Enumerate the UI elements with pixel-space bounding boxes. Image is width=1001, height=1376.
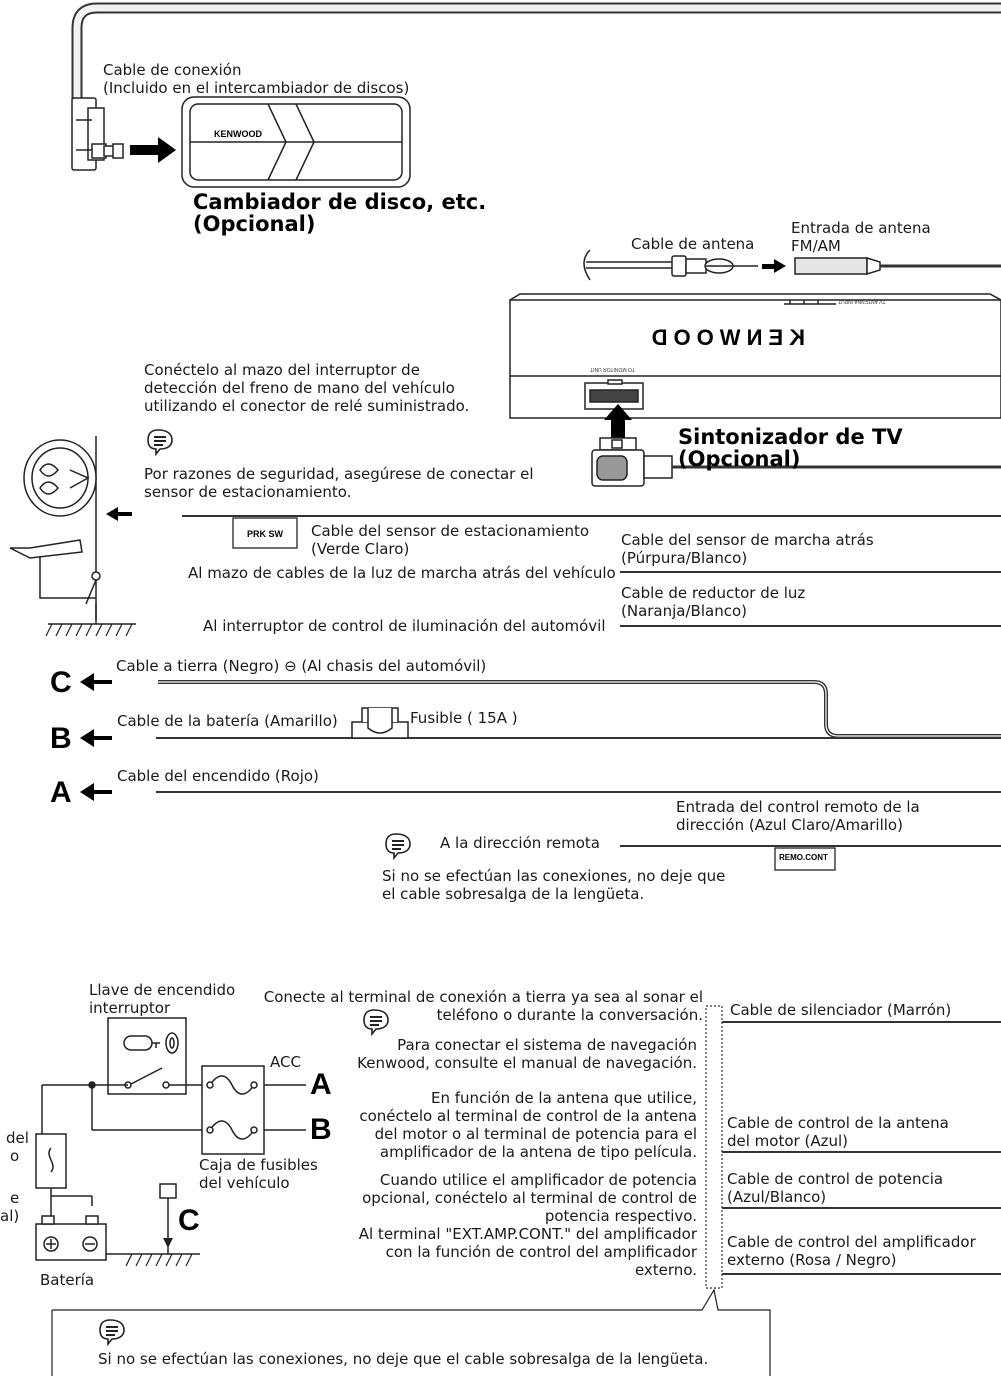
power-cable-label: Cable de control de potencia(Azul/Blanco… — [727, 1170, 944, 1206]
note-icon — [99, 1319, 125, 1345]
ignition-cable-label: Cable del encendido (Rojo) — [117, 767, 319, 785]
ignition-schematic — [35, 1017, 306, 1255]
arrow-right-icon — [762, 259, 786, 273]
reverse-harness-label: Al mazo de cables de la luz de marcha at… — [188, 564, 616, 582]
letter-a-bottom: A — [310, 1068, 332, 1101]
letter-b: B — [50, 722, 72, 755]
output-wires — [705, 1005, 1001, 1289]
dimmer-cable-label: Cable de reductor de luz(Naranja/Blanco) — [621, 584, 806, 620]
antenna-plug — [794, 256, 1001, 276]
changer-cable — [71, 2, 1001, 100]
parking-brake-switch — [9, 436, 136, 625]
ext-amp-note: Al terminal "EXT.AMP.CONT." del amplific… — [358, 1225, 697, 1279]
amp-note: Cuando utilice el amplificador de potenc… — [362, 1171, 697, 1225]
bottom-note: Si no se efectúan las conexiones, no dej… — [98, 1350, 709, 1368]
arrow-left-icon — [106, 507, 132, 521]
antenna-cable — [583, 249, 758, 281]
battery-cable-label: Cable de la batería (Amarillo) — [117, 712, 338, 730]
left-fragment: e — [10, 1189, 20, 1207]
fuse-label: Fusible ( 15A ) — [410, 709, 518, 727]
prk-sw-label: PRK SW — [247, 529, 283, 539]
connection-cable-label: Cable de conexión(Incluido en el interca… — [103, 61, 410, 97]
ground-icon — [45, 623, 133, 637]
tuner-title: Sintonizador de TV(Opcional) — [678, 425, 903, 471]
changer-connector — [71, 97, 124, 171]
arrow-right-icon — [130, 137, 176, 163]
bottom-note-box — [52, 1288, 771, 1376]
battery-label: Batería — [40, 1271, 95, 1289]
mute-cable-label: Cable de silenciador (Marrón) — [730, 1001, 952, 1019]
main-harness — [156, 515, 1001, 871]
arrow-left-icon — [80, 673, 112, 801]
ground-icon — [125, 1253, 193, 1267]
left-fragment: al) — [0, 1207, 20, 1225]
fuse-icon — [351, 707, 409, 739]
letter-c: C — [50, 666, 72, 699]
note-icon — [385, 833, 411, 859]
ground-arrow — [163, 1238, 173, 1248]
note-icon — [147, 429, 173, 455]
remote-dir-label: A la dirección remota — [440, 834, 600, 852]
parking-cable-label: Cable del sensor de estacionamiento(Verd… — [311, 522, 590, 558]
acc-label: ACC — [270, 1053, 301, 1071]
changer-title: Cambiador de disco, etc.(Opcional) — [193, 190, 487, 236]
safety-note: Por razones de seguridad, asegúrese de c… — [144, 465, 534, 501]
antenna-cable-label: Cable de antena — [631, 235, 755, 253]
phone-note: Conecte al terminal de conexión a tierra… — [263, 988, 703, 1024]
reverse-cable-label: Cable del sensor de marcha atrás(Púrpura… — [621, 531, 874, 567]
illum-switch-label: Al interruptor de control de iluminación… — [203, 617, 606, 635]
arrow-up-icon — [604, 404, 632, 440]
letter-a: A — [50, 776, 72, 809]
tuner-tiny-1: TV ANTENNA INPUT — [838, 298, 886, 304]
left-fragment: o — [10, 1147, 20, 1165]
battery-icon — [35, 1215, 107, 1261]
remote-note: Si no se efectúan las conexiones, no dej… — [382, 867, 726, 903]
disc-changer — [181, 96, 411, 188]
key-icon — [123, 1032, 179, 1054]
tv-tuner-box — [509, 293, 1001, 419]
changer-brand: KENWOOD — [214, 129, 262, 139]
tuner-connector — [591, 437, 673, 487]
left-fragment: del — [6, 1129, 29, 1147]
antenna-note: En función de la antena que utilice,coné… — [359, 1089, 697, 1161]
letter-b-bottom: B — [310, 1113, 332, 1146]
ground-cable-label: Cable a tierra (Negro) ⊖ (Al chasis del … — [116, 657, 487, 675]
tuner-brand: KENWOOD — [645, 325, 805, 350]
remo-cont-label: REMO.CONT — [779, 853, 828, 862]
letter-c-bottom: C — [178, 1204, 200, 1237]
tuner-tiny-2: TO MONITOR UNIT — [590, 366, 635, 372]
